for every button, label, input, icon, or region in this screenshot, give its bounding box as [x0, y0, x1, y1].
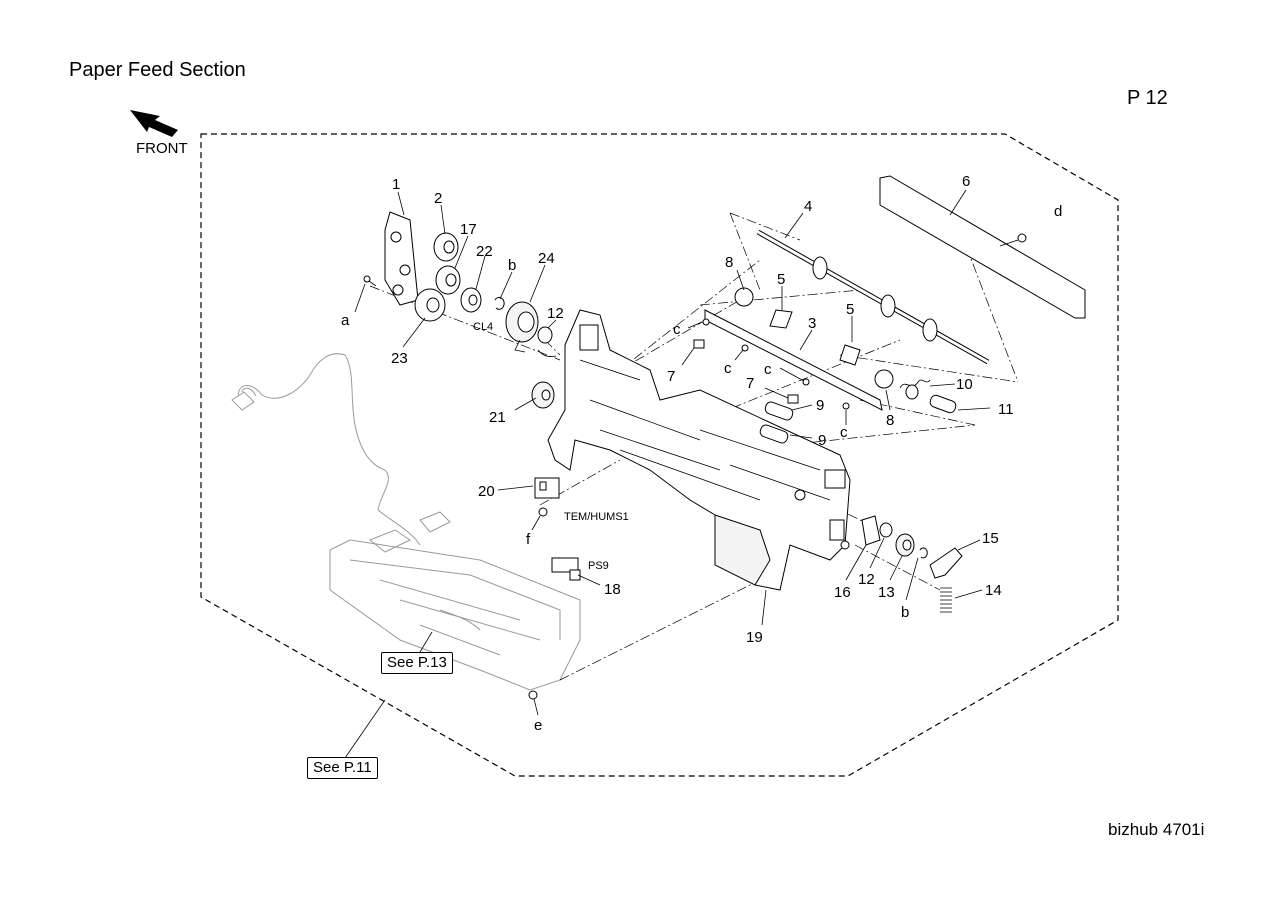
callout-1: 1	[392, 176, 400, 193]
callout-5-left: 5	[777, 271, 785, 288]
roller-part-9-lower	[759, 424, 789, 444]
pad-part-7-right	[787, 394, 799, 404]
main-frame-part-19	[547, 309, 851, 591]
sensor-label-ps9: PS9	[588, 560, 609, 572]
bushing-part-12-left	[537, 326, 557, 358]
callout-e: e	[534, 717, 542, 734]
callout-17: 17	[460, 221, 477, 238]
front-direction-label: FRONT	[136, 140, 188, 157]
screw-e	[528, 690, 538, 700]
sensor-ps9-part-18	[551, 557, 581, 581]
sensor-label-cl4: CL4	[473, 321, 493, 333]
page-number: P 12	[1127, 87, 1168, 109]
callout-20: 20	[478, 483, 495, 500]
callout-c-2: c	[724, 360, 732, 377]
assembly-boundary	[200, 133, 1119, 777]
callout-10: 10	[956, 376, 973, 393]
spring-part-14	[940, 587, 952, 613]
callout-5-right: 5	[846, 301, 854, 318]
holder-part-5-left	[769, 309, 793, 329]
gear-part-13	[895, 533, 915, 557]
callout-c-4: c	[840, 424, 848, 441]
callout-c-1: c	[673, 321, 681, 338]
callout-f: f	[526, 531, 531, 548]
roller-part-23	[414, 288, 446, 322]
callout-8-right: 8	[886, 412, 894, 429]
bracket-part-1	[384, 211, 419, 306]
roller-part-17	[435, 265, 461, 295]
pad-part-7-left	[693, 339, 705, 349]
screw-c-1	[702, 318, 710, 326]
guide-plate-part-6	[879, 175, 1086, 319]
callout-6: 6	[962, 173, 970, 190]
model-name: bizhub 4701i	[1108, 820, 1205, 839]
screw-a	[363, 275, 377, 287]
screw-d	[999, 233, 1027, 247]
callout-3: 3	[808, 315, 816, 332]
callout-14: 14	[985, 582, 1002, 599]
callout-7-right: 7	[746, 375, 754, 392]
roller-part-2	[433, 232, 459, 262]
callout-13: 13	[878, 584, 895, 601]
holder-part-5-right	[839, 344, 861, 366]
callout-24: 24	[538, 250, 555, 267]
leader-see-p13	[419, 631, 433, 653]
reference-see-p13[interactable]: See P.13	[381, 652, 453, 674]
callout-18: 18	[604, 581, 621, 598]
bearing-part-8-left	[734, 287, 754, 307]
wire-harness-ghost	[231, 353, 581, 691]
callout-8-left: 8	[725, 254, 733, 271]
callout-b-2: b	[901, 604, 909, 621]
snap-ring-b-right	[919, 547, 928, 559]
callout-21: 21	[489, 409, 506, 426]
roller-part-22	[460, 287, 482, 313]
reference-see-p11[interactable]: See P.11	[307, 757, 378, 779]
screw-c-4	[842, 402, 850, 410]
callout-16: 16	[834, 584, 851, 601]
callout-12-left: 12	[547, 305, 564, 322]
roller-part-9-upper	[764, 401, 794, 421]
screw-c-3	[802, 378, 810, 386]
shaft-part-4	[756, 229, 990, 365]
callout-11: 11	[998, 401, 1014, 418]
plate-part-16	[861, 515, 881, 546]
sensor-tem-hums1-part-20	[534, 477, 560, 499]
bearing-part-8-right	[874, 369, 894, 389]
callout-c-3: c	[764, 361, 772, 378]
callout-2: 2	[434, 190, 442, 207]
leader-see-p11	[344, 699, 386, 759]
callout-a: a	[341, 312, 350, 329]
snap-ring-b-left	[494, 296, 505, 310]
callout-4: 4	[804, 198, 812, 215]
callout-12-right: 12	[858, 571, 875, 588]
page-title: Paper Feed Section	[69, 59, 246, 81]
callout-22: 22	[476, 243, 493, 260]
gear-part-21	[531, 381, 555, 409]
sensor-label-tem-hums1: TEM/HUMS1	[564, 511, 629, 523]
callout-15: 15	[982, 530, 999, 547]
clutch-cl4-part-24	[505, 301, 539, 353]
spring-part-10	[899, 379, 931, 389]
front-arrow-icon	[130, 110, 178, 137]
leader-lines	[354, 189, 991, 716]
screw-c-2	[741, 344, 749, 352]
screw-f	[538, 507, 548, 517]
bushing-part-12-right	[879, 522, 893, 538]
callout-7-left: 7	[667, 368, 675, 385]
callout-labels: 1 2 17 22 b 24 12 a 23 21 20 f 18 e 19 4…	[341, 173, 1062, 734]
roller-part-11	[905, 384, 957, 414]
callout-b-1: b	[508, 257, 516, 274]
guide-part-3	[704, 309, 883, 411]
lever-part-15	[929, 547, 963, 579]
callout-d: d	[1054, 203, 1062, 220]
callout-9-lower: 9	[818, 432, 826, 449]
callout-9-upper: 9	[816, 397, 824, 414]
callout-23: 23	[391, 350, 408, 367]
callout-19: 19	[746, 629, 763, 646]
